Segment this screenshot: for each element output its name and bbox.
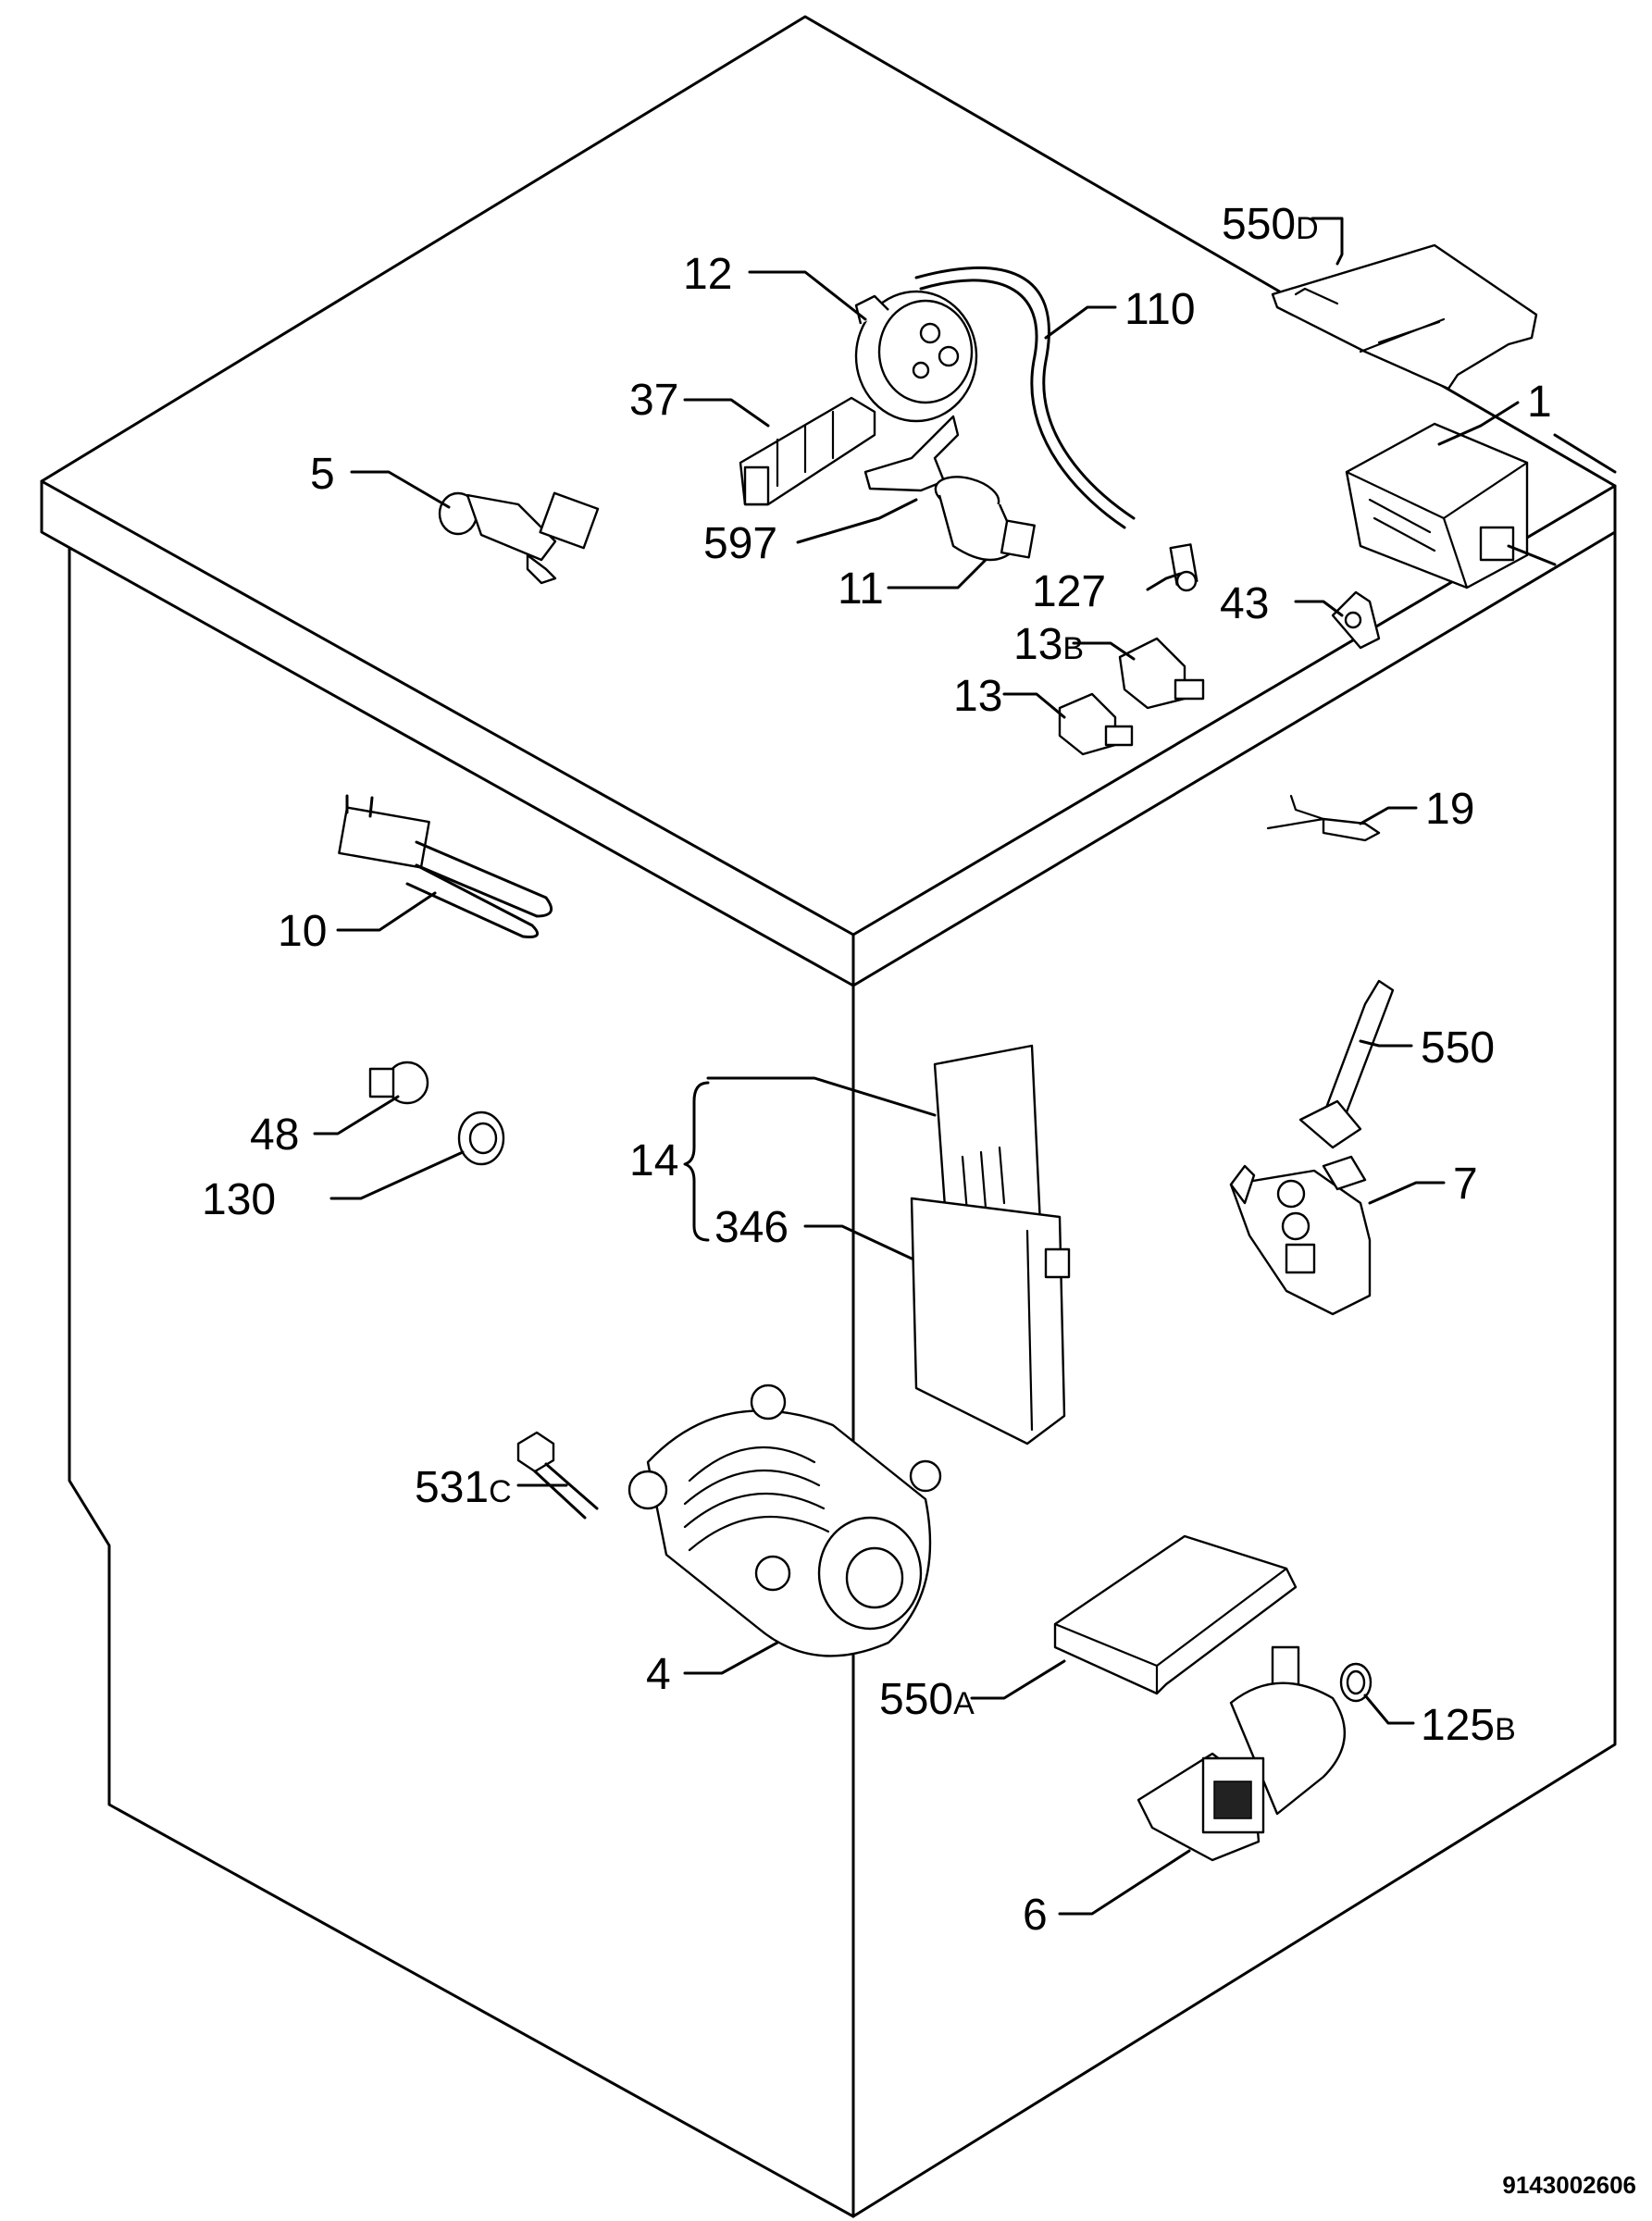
label-4: 4 bbox=[646, 1650, 671, 1699]
part-12-pressure-switch bbox=[854, 290, 978, 423]
label-346: 346 bbox=[714, 1203, 789, 1252]
part-11-capacitor bbox=[934, 476, 1036, 562]
part-550d-cover-plate bbox=[1271, 243, 1538, 391]
label-7: 7 bbox=[1453, 1160, 1478, 1209]
label-14: 14 bbox=[629, 1136, 678, 1185]
document-id: 9143002606 bbox=[1502, 2171, 1636, 2199]
part-130-nut bbox=[457, 1110, 505, 1166]
part-550a-cover bbox=[1053, 1534, 1298, 1695]
part-14-dispenser bbox=[910, 1044, 1071, 1446]
part-43-switch bbox=[1331, 590, 1381, 650]
label-13: 13 bbox=[953, 672, 1002, 721]
part-127-plug bbox=[1169, 543, 1199, 592]
part-labels: 550D 12 110 37 1 5 597 11 127 43 13B 13 … bbox=[202, 200, 1552, 1940]
part-4-motor bbox=[627, 1383, 942, 1657]
part-550-lever bbox=[1298, 979, 1395, 1149]
part-597-clip bbox=[863, 415, 960, 492]
part-5-inlet-valve bbox=[438, 491, 600, 585]
part-37-bracket bbox=[739, 396, 876, 506]
part-19-sensor bbox=[1266, 794, 1381, 842]
label-1: 1 bbox=[1527, 378, 1552, 427]
part-110-hose bbox=[914, 266, 1136, 529]
part-531c-bolt bbox=[516, 1431, 599, 1520]
part-6-drain-pump bbox=[1137, 1645, 1347, 1862]
cabinet-left-side bbox=[68, 546, 855, 2218]
label-125b: 125B bbox=[1421, 1701, 1516, 1750]
part-125b-seal bbox=[1339, 1662, 1373, 1703]
label-37: 37 bbox=[629, 376, 678, 425]
part-1-programmer bbox=[1345, 422, 1557, 589]
part-48-thermostat bbox=[368, 1061, 429, 1105]
bracket-14 bbox=[683, 1081, 710, 1242]
label-127: 127 bbox=[1032, 567, 1106, 616]
label-11: 11 bbox=[838, 565, 884, 614]
label-550a: 550A bbox=[879, 1675, 975, 1724]
label-10: 10 bbox=[278, 907, 327, 956]
label-48: 48 bbox=[250, 1110, 299, 1160]
leader-lines bbox=[313, 217, 1520, 1916]
part-13b-connector bbox=[1118, 637, 1205, 710]
label-550: 550 bbox=[1421, 1024, 1495, 1073]
label-19: 19 bbox=[1425, 785, 1474, 834]
part-7-door-lock bbox=[1229, 1155, 1372, 1316]
label-5: 5 bbox=[310, 450, 335, 499]
label-43: 43 bbox=[1220, 579, 1269, 628]
label-6: 6 bbox=[1023, 1891, 1048, 1940]
label-550d: 550D bbox=[1222, 200, 1319, 249]
dispenser-box bbox=[910, 1197, 1066, 1446]
label-12: 12 bbox=[683, 250, 732, 299]
label-13b: 13B bbox=[1013, 620, 1084, 669]
part-10-heating-element bbox=[338, 794, 553, 938]
label-531c: 531C bbox=[415, 1463, 512, 1512]
part-13-connector bbox=[1058, 692, 1134, 756]
label-130: 130 bbox=[202, 1175, 276, 1224]
label-597: 597 bbox=[703, 519, 777, 568]
label-110: 110 bbox=[1124, 285, 1196, 334]
